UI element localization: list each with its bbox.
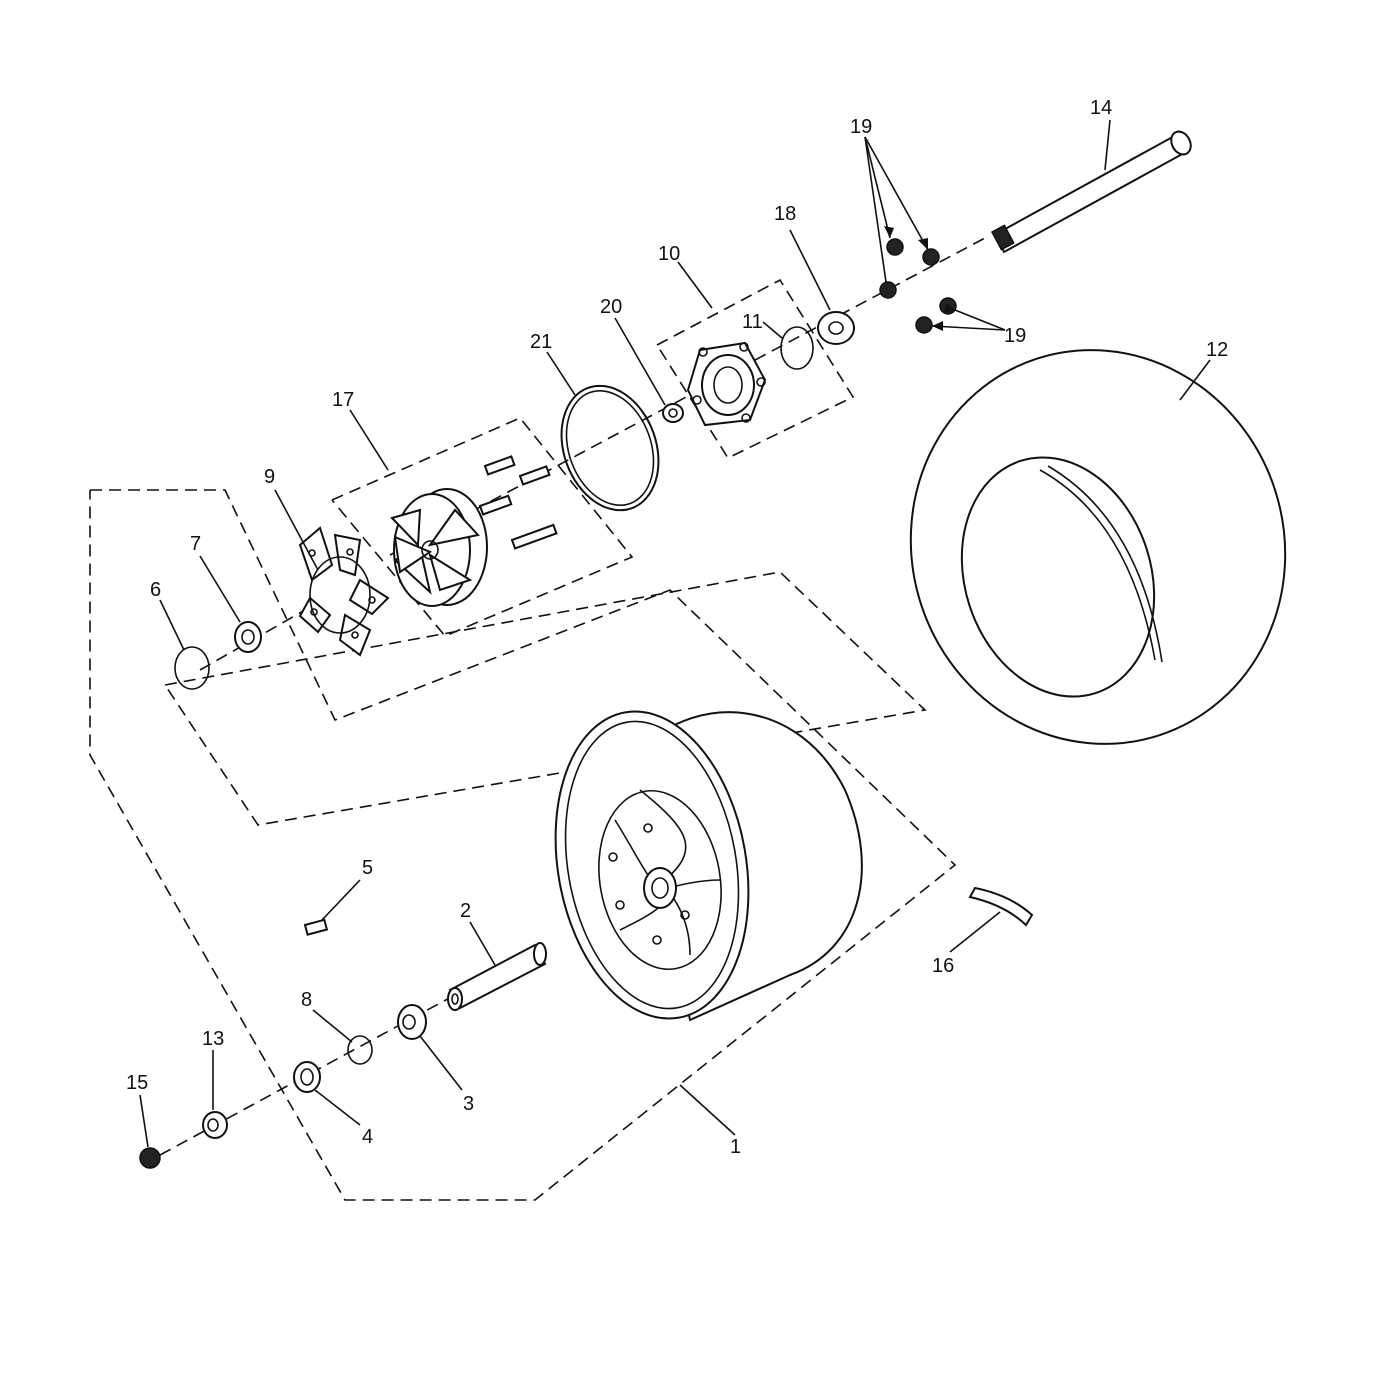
callout-19-top: 19	[850, 116, 872, 138]
sprocket-carrier-part	[686, 341, 767, 427]
callout-12: 12	[1206, 339, 1228, 361]
callout-9: 9	[264, 466, 275, 488]
callout-7: 7	[190, 533, 201, 555]
callout-5: 5	[362, 857, 373, 879]
leader-lines	[139, 119, 1211, 1148]
callout-19-right: 19	[1004, 325, 1026, 347]
o-ring-part	[780, 326, 814, 370]
small-bearing-part	[662, 403, 684, 423]
spacer-part	[817, 311, 855, 345]
tire-part	[909, 349, 1287, 745]
axle-nut-part	[139, 1147, 161, 1169]
callout-10: 10	[658, 243, 680, 265]
axle-bolt-part	[990, 130, 1192, 254]
bearing-7-part	[234, 621, 262, 653]
callout-18: 18	[774, 203, 796, 225]
arrowheads	[884, 226, 955, 331]
callout-6: 6	[150, 579, 161, 601]
outline-wheel-assembly	[89, 489, 957, 1201]
bearing-3-part	[397, 1004, 427, 1040]
callout-3: 3	[463, 1093, 474, 1115]
callout-20: 20	[600, 296, 622, 318]
callout-16: 16	[932, 955, 954, 977]
callout-8: 8	[301, 989, 312, 1011]
callout-labels: 14 19 18 10 20 11 19 21 12 17 9 7 6 5 2 …	[126, 97, 1228, 1158]
callout-2: 2	[460, 900, 471, 922]
snap-ring-part	[560, 384, 660, 512]
outline-drive-flange-17	[331, 417, 634, 637]
o-ring-6-part	[174, 646, 210, 690]
seal-part	[293, 1061, 321, 1093]
callout-21: 21	[530, 331, 552, 353]
balance-weight-part	[968, 886, 1034, 927]
callout-14: 14	[1090, 97, 1112, 119]
callout-15: 15	[126, 1072, 148, 1094]
collar-part	[202, 1111, 228, 1139]
wheel-rim-part	[554, 710, 863, 1022]
drive-flange-part	[390, 455, 558, 607]
callout-4: 4	[362, 1126, 373, 1148]
callout-1: 1	[730, 1136, 741, 1158]
spacer-tube-part	[447, 942, 547, 1011]
callout-13: 13	[202, 1028, 224, 1050]
group-outlines	[89, 278, 957, 1201]
axis-lines	[159, 237, 986, 1156]
valve-part	[303, 918, 329, 936]
rubber-damper-part	[298, 526, 390, 657]
lug-nuts-part	[879, 238, 957, 334]
callout-11: 11	[742, 311, 763, 333]
outline-hub-subassembly	[164, 571, 927, 826]
callout-17: 17	[332, 389, 354, 411]
circlip-part	[347, 1035, 373, 1065]
